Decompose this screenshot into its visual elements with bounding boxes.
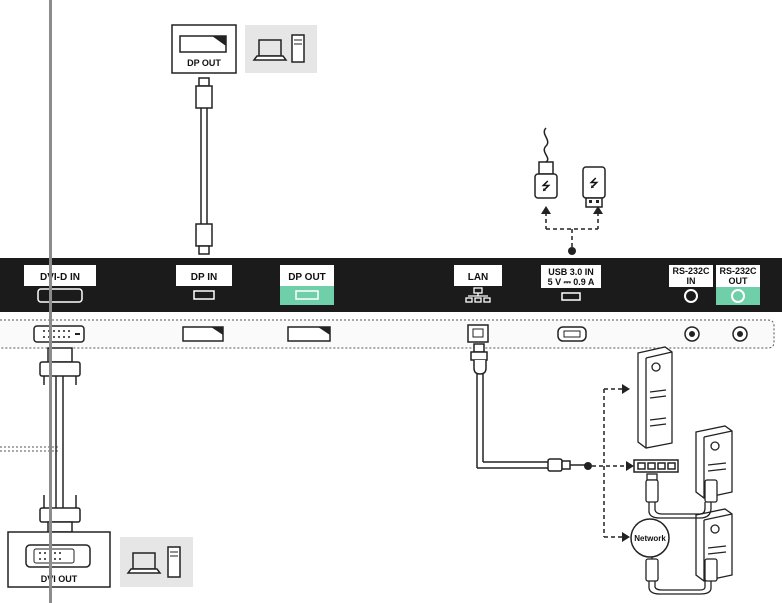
dvi-port-icon: [25, 544, 91, 568]
tower-icon: [167, 546, 181, 578]
bottom-source-device: DVI OUT: [7, 531, 193, 588]
physical-usb-port: [557, 326, 587, 342]
dvi-cable: [39, 347, 81, 533]
svg-text:IN: IN: [687, 276, 696, 286]
svg-text:DP IN: DP IN: [191, 272, 218, 283]
physical-lan-port: [467, 324, 489, 343]
svg-text:RS-232C: RS-232C: [719, 266, 757, 276]
port-usb-in: USB 3.0 IN 5 V ⎓ 0.9 A: [541, 265, 601, 305]
svg-text:DVI-D IN: DVI-D IN: [40, 272, 80, 283]
svg-text:USB 3.0 IN: USB 3.0 IN: [548, 267, 594, 277]
port-rs232c-out: RS-232C OUT: [716, 265, 760, 305]
svg-text:⭍: ⭍: [589, 177, 599, 190]
top-dp-out-label: DP OUT: [187, 58, 221, 68]
port-dvi-d-in: DVI-D IN: [24, 265, 96, 305]
vertical-divider-line: [49, 0, 52, 603]
svg-text:DP OUT: DP OUT: [288, 272, 326, 283]
dp-cable: [195, 77, 213, 255]
monitor-rear-panel: [0, 258, 782, 312]
desktop-tower-icon: [637, 346, 673, 449]
physical-dvi-port: [33, 325, 85, 343]
physical-port-strip: [0, 319, 775, 349]
bottom-dvi-out-label: DVI OUT: [41, 574, 78, 584]
port-dp-out: DP OUT: [280, 265, 334, 305]
usb-dashed-link: [545, 212, 599, 249]
network-hub-icon: [633, 459, 679, 473]
top-source-device: DP OUT: [171, 24, 317, 74]
usb-cable-icon: ⭍: [534, 127, 558, 199]
physical-rs232c-in-port: [684, 326, 700, 342]
laptop-icon: [126, 552, 162, 574]
bottom-pc-box: [120, 537, 193, 587]
tower-lan-cables: [645, 473, 718, 595]
network-dashed-links: [592, 388, 626, 538]
laptop-icon: [252, 39, 288, 61]
network-label: Network: [634, 534, 666, 543]
desktop-tower-icon: [695, 425, 733, 499]
port-dp-in: DP IN: [176, 265, 232, 305]
lan-cable: [470, 343, 571, 472]
tower-icon: [291, 34, 305, 63]
svg-text:OUT: OUT: [729, 276, 749, 286]
svg-text:RS-232C: RS-232C: [672, 266, 710, 276]
physical-rs232c-out-port: [732, 326, 748, 342]
port-lan: LAN: [454, 265, 502, 305]
lan-network-icon: [465, 287, 491, 303]
svg-text:LAN: LAN: [468, 272, 489, 283]
svg-text:5 V ⎓ 0.9 A: 5 V ⎓ 0.9 A: [548, 277, 595, 287]
svg-text:⭍: ⭍: [541, 180, 551, 193]
port-rs232c-in: RS-232C IN: [669, 265, 713, 305]
network-cloud-icon: Network: [630, 518, 670, 558]
usb-flash-drive-icon: ⭍: [582, 166, 606, 208]
